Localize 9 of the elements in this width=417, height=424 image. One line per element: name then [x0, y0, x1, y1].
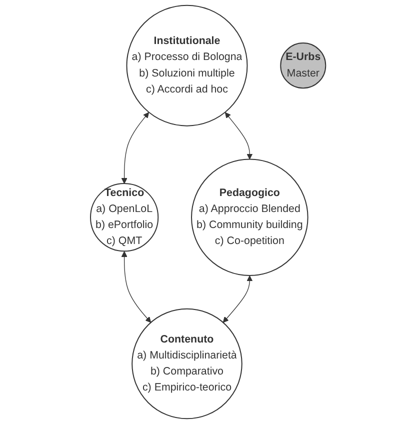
- node-circle: E-Urbs Master: [280, 42, 327, 89]
- arrow: [122, 112, 150, 184]
- node-circle: Tecnico a) OpenLoL b) ePortfolio c) QMT: [90, 183, 160, 252]
- arrow: [223, 276, 254, 323]
- node-circle: Contenuto a) Multidisciplinarietà b) Comparativo c) Empirico-teorico: [132, 308, 243, 420]
- arrow: [225, 112, 254, 160]
- node-circle: Institutionale a) Processo di Bologna b) Soluzioni multiple c) Accordi ad hoc: [126, 4, 248, 126]
- arrow: [122, 251, 152, 323]
- node-circle: Pedagogico a) Approccio Blended b) Community building c) Co-opetition: [191, 158, 309, 276]
